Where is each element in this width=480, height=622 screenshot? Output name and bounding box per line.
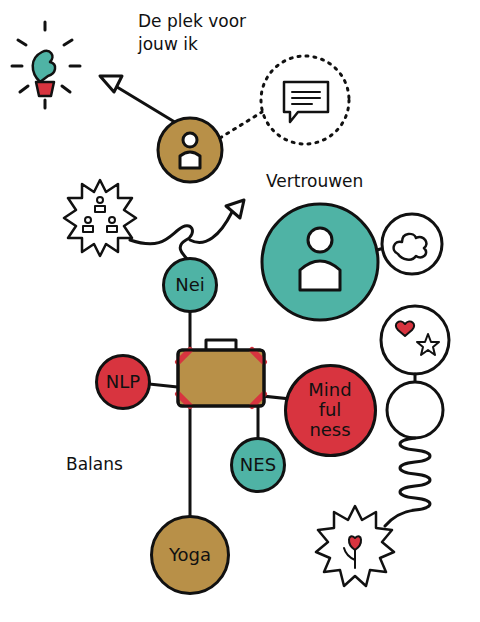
node-text: Mind ful ness bbox=[303, 380, 357, 439]
method-circle: NLP bbox=[95, 354, 151, 410]
plant-sparkle bbox=[12, 22, 80, 108]
method-circle: Mind ful ness bbox=[284, 364, 377, 457]
theme-label: Vertrouwen bbox=[266, 170, 396, 193]
heading-note: De plek voor jouw ik bbox=[138, 10, 256, 56]
method-circle: Nei bbox=[162, 257, 218, 313]
theme-label: Balans bbox=[66, 453, 156, 476]
node-text: Nei bbox=[175, 275, 205, 295]
method-circle: Yoga bbox=[150, 515, 230, 595]
method-circle: NES bbox=[230, 437, 286, 493]
node-text: NES bbox=[240, 455, 276, 475]
node-text: NLP bbox=[106, 372, 140, 392]
node-text: Yoga bbox=[169, 545, 211, 565]
